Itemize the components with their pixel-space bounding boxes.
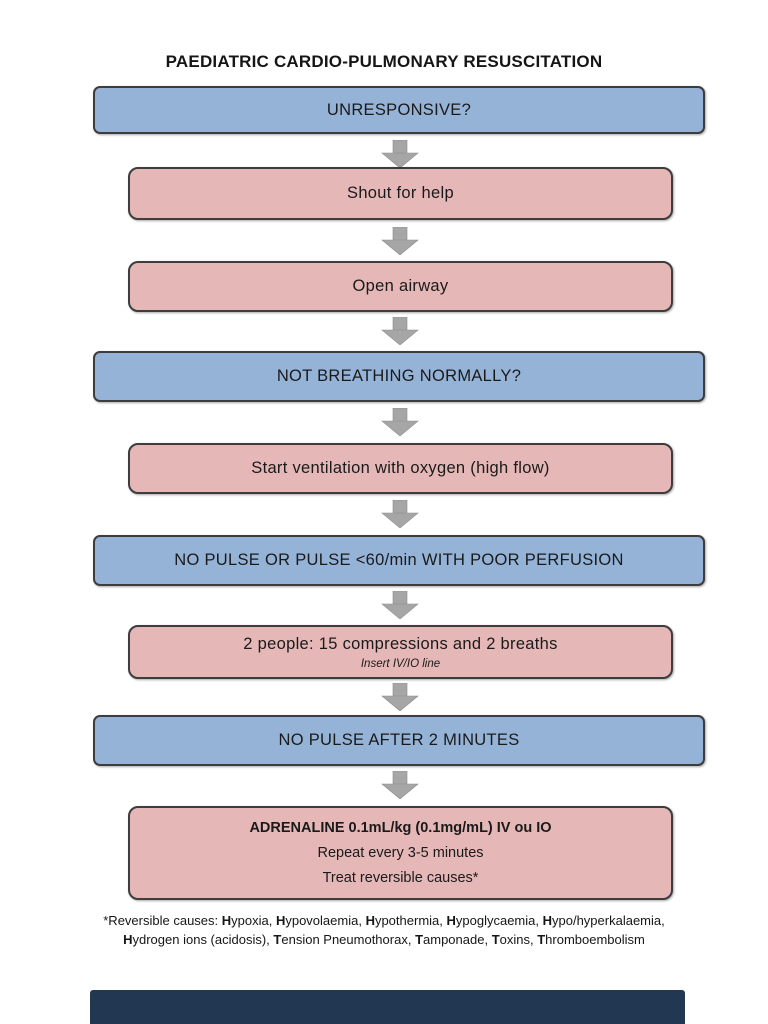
down-arrow-icon: [380, 140, 420, 168]
flow-box-open-airway: Open airway: [128, 261, 673, 312]
down-arrow-icon: [380, 227, 420, 255]
footnote-line-1: *Reversible causes: Hypoxia, Hypovolaemi…: [103, 913, 665, 928]
flow-box-shout-for-help: Shout for help: [128, 167, 673, 220]
next-page-edge: [90, 990, 685, 1024]
down-arrow-icon: [380, 591, 420, 619]
box-label: NOT BREATHING NORMALLY?: [276, 367, 522, 385]
down-arrow-icon: [380, 771, 420, 799]
box-label: Start ventilation with oxygen (high flow…: [251, 459, 550, 477]
box-label: UNRESPONSIVE?: [326, 100, 472, 119]
adrenaline-line-3: Treat reversible causes*: [322, 870, 479, 886]
flow-box-cpr: 2 people: 15 compressions and 2 breaths …: [128, 625, 673, 679]
flow-box-not-breathing: NOT BREATHING NORMALLY?: [93, 351, 705, 402]
box-label: 2 people: 15 compressions and 2 breaths: [243, 634, 558, 653]
flow-box-no-pulse-2min: NO PULSE AFTER 2 MINUTES: [93, 715, 705, 766]
footnote-line-2: Hydrogen ions (acidosis), Tension Pneumo…: [123, 932, 645, 947]
down-arrow-icon: [380, 500, 420, 528]
box-label: Open airway: [352, 277, 449, 295]
box-label: NO PULSE OR PULSE <60/min WITH POOR PERF…: [174, 551, 624, 569]
down-arrow-icon: [380, 408, 420, 436]
page-title: PAEDIATRIC CARDIO-PULMONARY RESUSCITATIO…: [165, 52, 603, 71]
flow-box-adrenaline: ADRENALINE 0.1mL/kg (0.1mg/mL) IV ou IO …: [128, 806, 673, 900]
footnote: *Reversible causes: Hypoxia, Hypovolaemi…: [54, 911, 714, 949]
down-arrow-icon: [380, 683, 420, 711]
box-label: Shout for help: [347, 184, 454, 202]
adrenaline-line-2: Repeat every 3-5 minutes: [317, 845, 484, 861]
flow-box-no-pulse: NO PULSE OR PULSE <60/min WITH POOR PERF…: [93, 535, 705, 586]
box-label: NO PULSE AFTER 2 MINUTES: [278, 731, 520, 749]
cpr-note: Insert IV/IO line: [360, 657, 441, 670]
down-arrow-icon: [380, 317, 420, 345]
flow-box-ventilation: Start ventilation with oxygen (high flow…: [128, 443, 673, 494]
flow-box-unresponsive: UNRESPONSIVE?: [93, 86, 705, 134]
adrenaline-line-1: ADRENALINE 0.1mL/kg (0.1mg/mL) IV ou IO: [249, 820, 552, 836]
